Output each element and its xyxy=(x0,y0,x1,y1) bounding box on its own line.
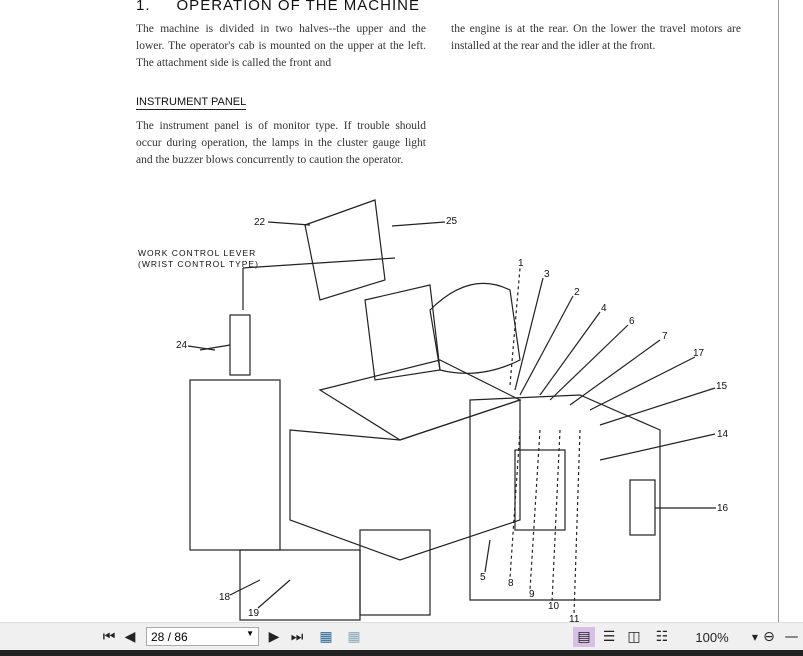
callout-16: 16 xyxy=(717,503,729,514)
callout-19: 19 xyxy=(248,608,260,619)
callout-2: 2 xyxy=(574,287,580,298)
viewer-toolbar: ⏮ ◀ 28 / 86 ▼ ▶ ⏭ ▦ ▦ ▤ ☰ ◫ ☷ 100% ▼ ⊖ — xyxy=(0,622,803,651)
page-number-input[interactable]: 28 / 86 ▼ xyxy=(146,627,259,646)
callout-1: 1 xyxy=(518,258,524,269)
first-page-icon[interactable]: ⏮ xyxy=(102,629,116,645)
callout-22: 22 xyxy=(254,217,266,228)
panel-paragraph: The instrument panel is of monitor type.… xyxy=(136,120,426,166)
callout-17: 17 xyxy=(693,348,705,359)
continuous-view-icon[interactable]: ☰ xyxy=(602,629,616,645)
single-page-view-icon[interactable]: ▤ xyxy=(573,627,595,647)
page-gutter xyxy=(778,0,803,622)
previous-page-icon[interactable]: ◀ xyxy=(124,629,136,645)
page-grid-disabled-icon: ▦ xyxy=(347,629,361,645)
callout-5: 5 xyxy=(480,572,486,583)
callout-7: 7 xyxy=(662,331,668,342)
zoom-level[interactable]: 100% xyxy=(695,629,729,645)
intro-paragraph-col2: the engine is at the rear. On the lower … xyxy=(451,23,741,52)
callout-10: 10 xyxy=(548,601,560,612)
section-title: OPERATION OF THE MACHINE xyxy=(176,0,420,14)
chevron-down-icon[interactable]: ▼ xyxy=(246,629,254,638)
window-bottom-edge xyxy=(0,650,803,656)
zoom-slider[interactable]: — xyxy=(784,629,799,645)
zoom-dropdown-icon[interactable]: ▼ xyxy=(751,632,759,642)
zoom-out-icon[interactable]: ⊖ xyxy=(763,629,775,645)
callout-3: 3 xyxy=(544,269,550,280)
callout-15: 15 xyxy=(716,381,728,392)
subheading: INSTRUMENT PANEL xyxy=(136,96,247,110)
last-page-icon[interactable]: ⏭ xyxy=(290,629,304,645)
next-page-icon[interactable]: ▶ xyxy=(268,629,280,645)
pdf-page: 1. OPERATION OF THE MACHINE The machine i… xyxy=(136,0,741,622)
callout-25: 25 xyxy=(446,216,458,227)
callout-14: 14 xyxy=(717,429,729,440)
callout-6: 6 xyxy=(629,316,635,327)
two-page-view-icon[interactable]: ◫ xyxy=(627,629,641,645)
lever-label-1: WORK CONTROL LEVER xyxy=(138,248,257,258)
page-grid-icon[interactable]: ▦ xyxy=(319,629,333,645)
callout-11: 11 xyxy=(569,614,580,622)
section-heading: 1. OPERATION OF THE MACHINE xyxy=(136,0,446,14)
callout-18: 18 xyxy=(219,592,231,603)
operator-seat-diagram xyxy=(187,199,716,621)
two-page-continuous-view-icon[interactable]: ☷ xyxy=(655,629,669,645)
page-number-value: 28 / 86 xyxy=(151,630,188,644)
lever-label-2: (WRIST CONTROL TYPE) xyxy=(138,259,259,269)
callout-8: 8 xyxy=(508,578,514,589)
intro-paragraph-col1: The machine is divided in two halves--th… xyxy=(136,23,426,69)
callout-24: 24 xyxy=(176,340,188,351)
callout-4: 4 xyxy=(601,303,607,314)
callout-9: 9 xyxy=(529,589,535,600)
section-number: 1. xyxy=(136,0,151,14)
